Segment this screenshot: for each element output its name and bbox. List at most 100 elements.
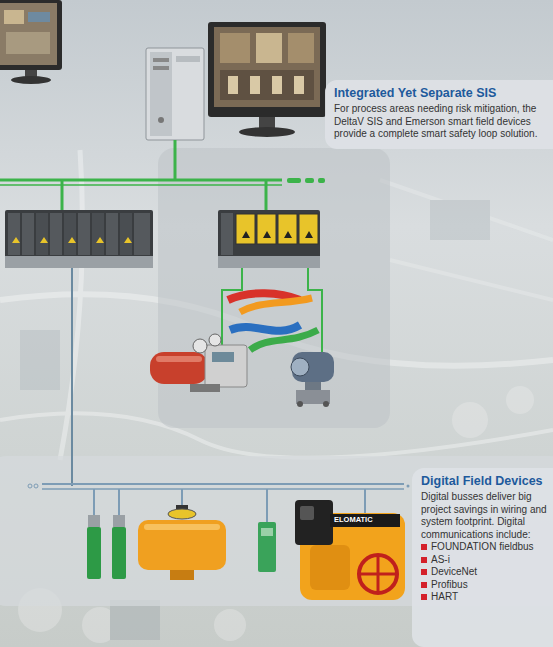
control-network-part	[318, 178, 325, 183]
safety-logo	[228, 293, 318, 350]
control-network-part	[61, 180, 64, 210]
right-monitor-part	[208, 22, 326, 117]
list-item: AS-i	[421, 554, 547, 567]
left-monitor-part	[6, 32, 50, 54]
sis-rack-part	[299, 214, 318, 244]
callout-heading: Integrated Yet Separate SIS	[334, 86, 547, 101]
sis-rack-part	[221, 213, 233, 255]
right-monitor-part	[220, 33, 250, 63]
safety-valve-part	[190, 384, 220, 392]
tower-pc	[146, 48, 204, 140]
safety-valve-part	[205, 345, 247, 387]
controller-rack-part	[5, 256, 153, 268]
right-monitor-part	[288, 33, 314, 63]
list-item: HART	[421, 591, 547, 604]
digital-bus-part	[28, 484, 32, 488]
controller-rack-part	[78, 213, 90, 255]
left-monitor-part	[11, 76, 51, 84]
pressure-transmitter-part	[297, 401, 303, 407]
controller-rack-part	[134, 213, 150, 255]
electric-actuator-part	[330, 514, 400, 527]
control-network-part	[0, 184, 282, 186]
proximity-sensor-part	[258, 522, 276, 572]
pressure-transmitter	[291, 352, 334, 407]
electric-actuator-part	[359, 573, 397, 576]
callout-heading: Digital Field Devices	[421, 474, 547, 489]
digital-devices-callout: Digital Field DevicesDigital busses deli…	[412, 468, 553, 647]
digital-region	[0, 456, 553, 606]
tower-pc-part	[158, 117, 164, 123]
right-monitor	[208, 22, 326, 137]
controller-rack-part	[36, 213, 48, 255]
sis-rack-part	[242, 231, 313, 238]
rotary-actuator-part	[138, 520, 226, 570]
sis-rack-part	[257, 214, 276, 244]
sis-callout: Integrated Yet Separate SIS For process a…	[325, 80, 553, 149]
right-monitor-part	[214, 27, 320, 107]
left-monitor-part	[28, 12, 50, 22]
safety-valve-part	[212, 352, 234, 362]
controller-rack-part	[106, 213, 118, 255]
rotary-actuator-part	[144, 524, 220, 530]
aerial-background-part	[506, 386, 534, 414]
digital-bus-part	[42, 483, 404, 485]
digital-bus-part	[407, 485, 410, 488]
tower-pc-part	[176, 56, 200, 62]
sis-wiring	[222, 268, 322, 352]
callout-body: Digital busses deliver big project savin…	[421, 491, 547, 541]
tower-pc-part	[153, 66, 169, 70]
controller-rack-part	[22, 213, 34, 255]
digital-bus-part	[42, 488, 404, 490]
callout-body: For process areas needing risk mitigatio…	[334, 103, 547, 141]
controller-rack-part	[5, 210, 153, 268]
safety-logo-part	[230, 325, 300, 331]
left-monitor-part	[0, 0, 62, 70]
pressure-transmitter-part	[323, 401, 329, 407]
device-drops-part	[266, 489, 268, 522]
sis-rack-part	[236, 214, 255, 244]
device-drops-part	[118, 489, 120, 515]
controller-rack	[5, 210, 153, 268]
electric-actuator	[295, 500, 405, 600]
safety-valve-part	[193, 339, 207, 353]
sis-wiring-part	[308, 268, 322, 352]
device-drops-part	[364, 489, 366, 513]
right-monitor-part	[272, 76, 282, 94]
device-drops-part	[93, 489, 95, 515]
safety-valve	[150, 334, 247, 392]
electric-actuator-part	[359, 555, 397, 593]
green-sensors	[87, 515, 126, 579]
electric-actuator-part	[310, 545, 350, 590]
control-network	[0, 140, 325, 210]
green-sensors-part	[87, 527, 101, 579]
proximity-sensor	[258, 522, 276, 572]
right-monitor-part	[220, 70, 314, 100]
left-monitor-part	[0, 3, 57, 65]
control-network-part	[174, 140, 177, 180]
safety-valve-part	[150, 352, 208, 384]
right-monitor-part	[250, 76, 260, 94]
electric-actuator-part	[295, 500, 333, 545]
control-network-part	[265, 180, 268, 210]
sis-rack-part	[218, 210, 320, 268]
tower-pc-part	[150, 52, 172, 136]
safety-logo-part	[250, 330, 318, 350]
right-monitor-part	[228, 76, 238, 94]
right-monitor-part	[239, 127, 295, 137]
green-sensors-part	[88, 515, 100, 527]
sis-rack-part	[218, 256, 320, 268]
sis-region-part	[158, 148, 390, 428]
controller-rack-part	[120, 213, 132, 255]
list-item: FOUNDATION fieldbus	[421, 541, 547, 554]
digital-bus	[28, 484, 410, 489]
pressure-transmitter-part	[291, 358, 309, 376]
sis-rack-part	[278, 214, 297, 244]
controller-drop	[72, 268, 73, 486]
controller-rack-part	[64, 213, 76, 255]
safety-valve-part	[156, 356, 202, 362]
rotary-actuator-part	[170, 570, 194, 580]
controller-rack-part	[8, 213, 20, 255]
brand-label: ELOMATIC	[334, 515, 373, 525]
tower-pc-part	[146, 48, 204, 140]
